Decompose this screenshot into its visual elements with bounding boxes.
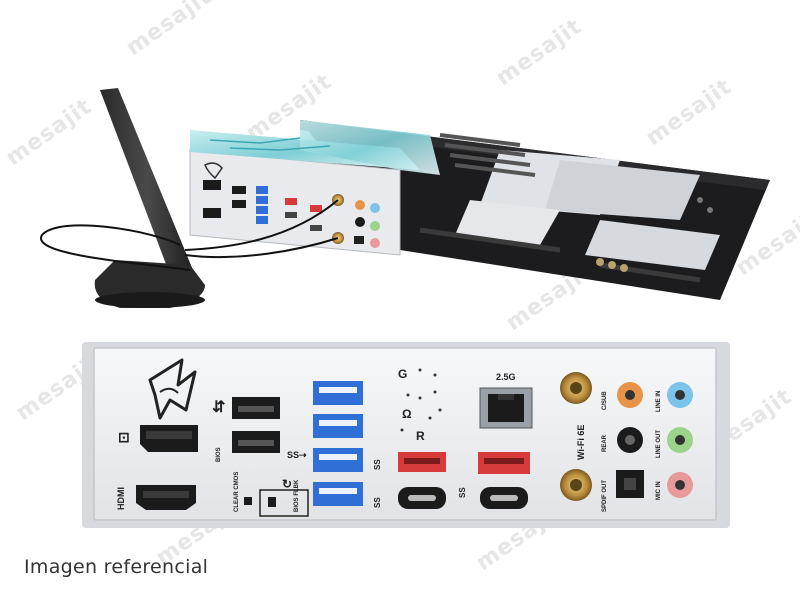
usb2-ports — [232, 397, 280, 453]
ss-icon: SS⇢ — [287, 450, 307, 460]
svg-text:R: R — [416, 429, 425, 443]
usb3-ports — [313, 381, 363, 506]
usb-icon: ⇵ — [212, 399, 225, 416]
wifi-label: Wi-Fi 6E — [576, 425, 586, 460]
clear-cmos-label: CLEAR CMOS — [234, 472, 240, 512]
lan-port: 2.5G — [479, 372, 533, 429]
io-shield-perspective — [189, 120, 440, 256]
displayport-icon: ⊡ — [118, 429, 130, 445]
ss10-label: SS — [373, 459, 382, 470]
bios-label: BIOS — [216, 447, 222, 462]
lan-speed-label: 2.5G — [496, 372, 516, 382]
io-panel: ⊡ HDMI ⇵ BIOS SS⇢ CLEAR CMOS ↻ — [82, 342, 730, 528]
wifi-antenna — [40, 88, 339, 308]
ss20-label: SS — [373, 497, 382, 508]
hdmi-port: HDMI — [116, 485, 196, 510]
svg-text:Ω: Ω — [402, 407, 412, 421]
hdmi-label: HDMI — [116, 487, 126, 510]
bios-flbk-label: BIOS FLBK — [294, 479, 300, 512]
wifi-connectors: Wi-Fi 6E — [560, 372, 592, 501]
rog-dot-pattern: G Ω R — [398, 367, 442, 443]
line-in-label: LINE IN — [656, 391, 662, 412]
line-out-label: LINE OUT — [656, 430, 662, 458]
audio-jacks: C/SUB REAR SPDIF OUT LINE IN LINE OUT MI… — [602, 382, 693, 512]
clear-cmos-button: CLEAR CMOS — [234, 472, 252, 512]
mic-in-label: MIC IN — [656, 481, 662, 500]
refresh-icon: ↻ — [282, 477, 292, 491]
caption: Imagen referencial — [24, 556, 209, 578]
spdif-label: SPDIF OUT — [602, 480, 608, 512]
displayport: ⊡ — [118, 425, 198, 452]
rear-label: REAR — [602, 434, 608, 452]
svg-text:G: G — [398, 367, 407, 381]
bios-flashback-button: ↻ BIOS FLBK — [259, 477, 309, 517]
rog-logo-icon — [148, 358, 197, 420]
ss10b-label: SS — [458, 487, 467, 498]
ram-slots — [439, 133, 536, 177]
csub-label: C/SUB — [602, 391, 608, 410]
